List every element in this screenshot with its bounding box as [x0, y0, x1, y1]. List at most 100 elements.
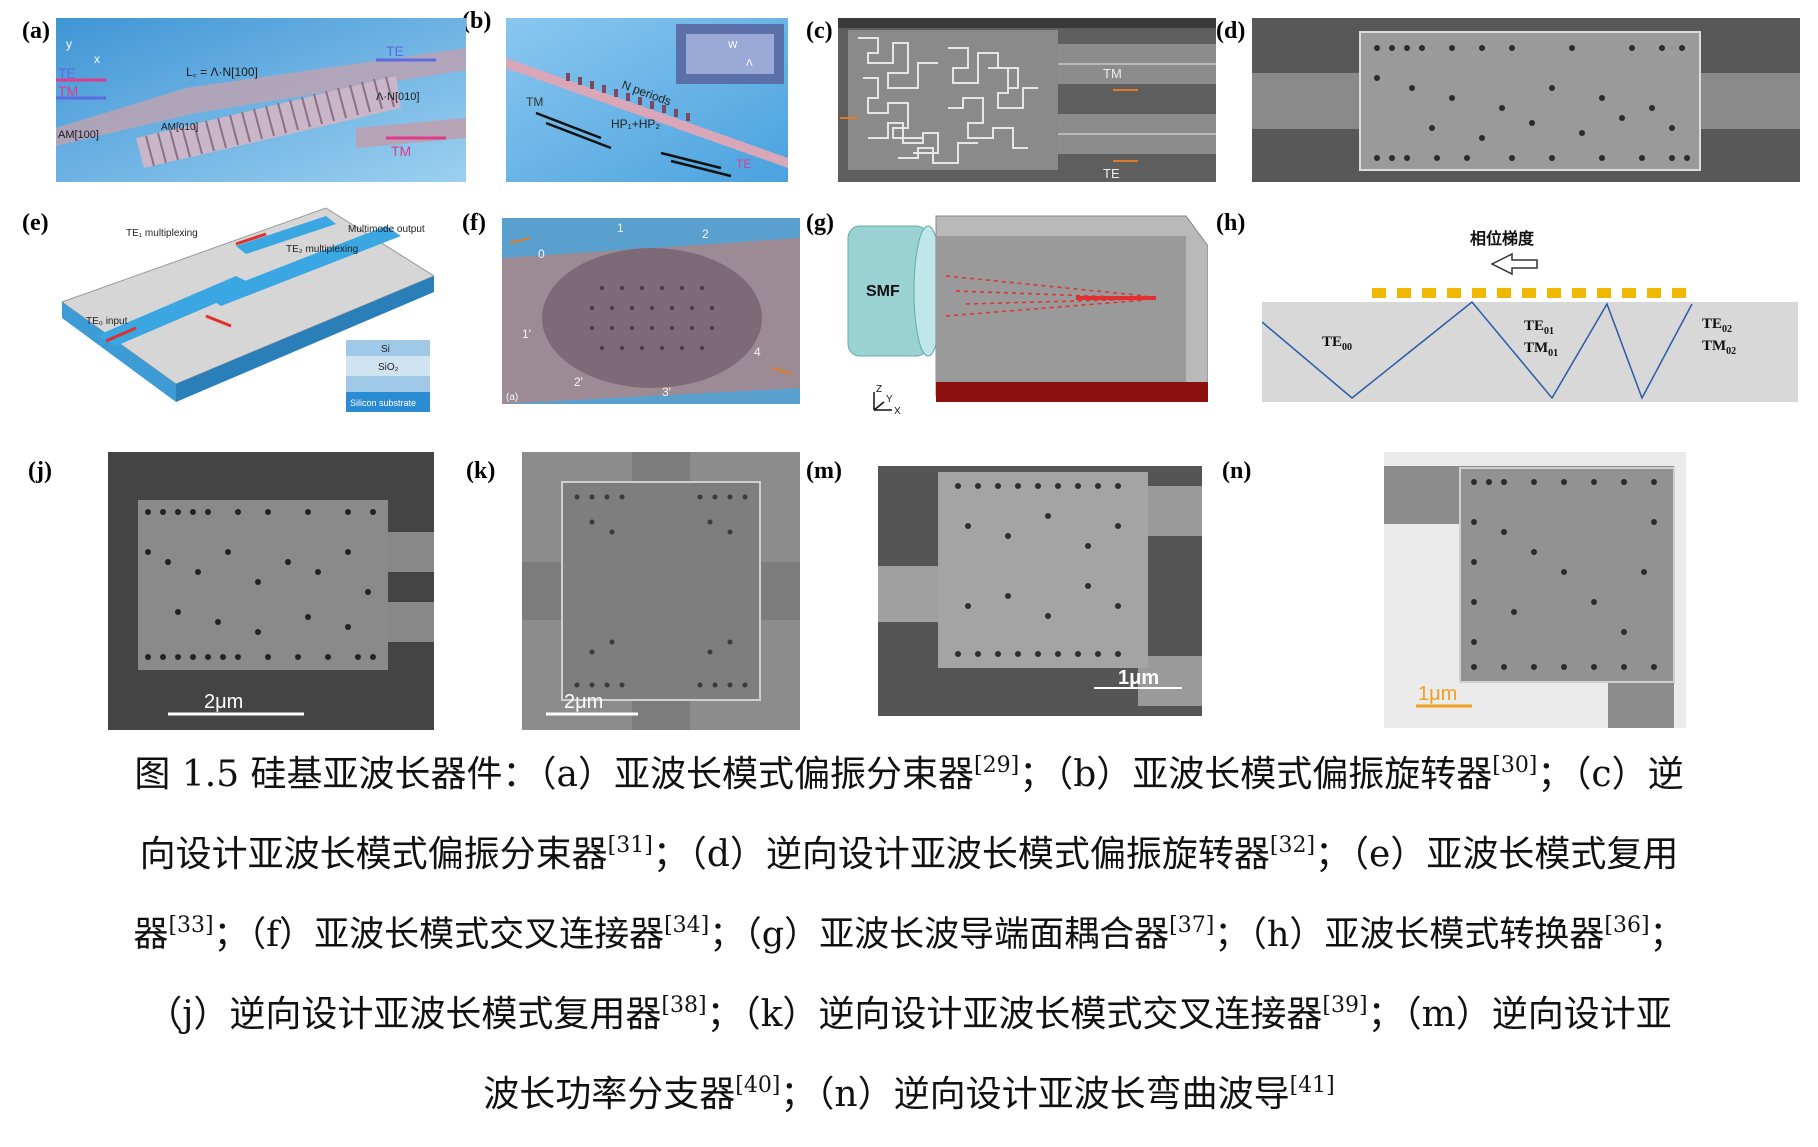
te2-mux-label: TE₂ multiplexing — [286, 244, 358, 255]
figure-c-pbs-sem: TM TE — [838, 18, 1216, 182]
am-label: AM[100] — [58, 129, 99, 141]
citation: [34] — [664, 913, 710, 938]
svg-text:TE01: TE01 — [1524, 318, 1554, 337]
panel-label-j: (j) — [28, 458, 52, 484]
svg-text:TM02: TM02 — [1702, 338, 1736, 357]
te01-label: TE — [1524, 318, 1544, 334]
tm-label-b: TM — [526, 95, 543, 109]
te-out-label: TE — [386, 43, 404, 59]
citation: [29] — [974, 753, 1020, 778]
citation: [38] — [661, 993, 707, 1018]
citation: [33] — [168, 913, 214, 938]
caption-line-4: （j）逆向设计亚波长模式复用器[38]；（k）逆向设计亚波长模式交叉连接器[39… — [0, 975, 1818, 1055]
caption-text: ；（c）逆 — [1537, 754, 1684, 795]
smf-label: SMF — [866, 283, 900, 300]
scale-bar-k: 2μm — [564, 691, 603, 713]
scale-bar-j: 2μm — [204, 691, 243, 713]
te01-subscript: 01 — [1544, 326, 1554, 337]
caption-text: ；（d）逆向设计亚波长模式偏振旋转器 — [652, 834, 1270, 875]
citation: [41] — [1289, 1073, 1335, 1098]
caption-text: ；（k）逆向设计亚波长模式交叉连接器 — [706, 994, 1323, 1035]
phase-gradient-label: 相位梯度 — [1470, 229, 1535, 248]
citation: [32] — [1269, 833, 1316, 858]
caption-text: 图 1.5 硅基亚波长器件：（a）亚波长模式偏振分束器 — [134, 754, 975, 795]
te02-label: TE — [1702, 316, 1722, 332]
panel-label-k: (k) — [466, 458, 496, 484]
axis-z-label: Z — [876, 384, 882, 395]
figure-f-crossing: 0 1 2 1' 2' 3' 4 (a) — [502, 218, 800, 404]
panel-label-e: (e) — [22, 210, 49, 236]
te00-label: TE — [1322, 334, 1342, 350]
caption-text: ；（m）逆向设计亚 — [1367, 994, 1672, 1035]
sio2-layer-label: SiO₂ — [378, 362, 399, 373]
port-1p-label: 1' — [522, 327, 531, 341]
caption-text: 向设计亚波长模式偏振分束器 — [139, 834, 608, 875]
caption-line-3: 器[33]；（f）亚波长模式交叉连接器[34]；（g）亚波长波导端面耦合器[37… — [0, 895, 1818, 975]
si-layer-label: Si — [381, 344, 390, 355]
panel-label-a: (a) — [22, 18, 50, 44]
figure-k-crossing-sem: 2μm — [522, 452, 800, 730]
te-label-c: TE — [1103, 166, 1120, 181]
caption-text: ；（e）亚波长模式复用 — [1315, 834, 1679, 875]
am2-label: AM[010] — [161, 122, 198, 133]
port-4-label: 4 — [754, 345, 761, 359]
citation: [40] — [735, 1073, 781, 1098]
port-3p-label: 3' — [662, 385, 671, 399]
hybrid-modes-label: HP₁+HP₂ — [611, 117, 660, 131]
tm-in-label: TM — [58, 83, 78, 99]
panel-label-c: (c) — [806, 18, 833, 44]
panel-label-g: (g) — [806, 210, 834, 236]
panel-label-h: (h) — [1216, 210, 1246, 236]
svg-text:TE02: TE02 — [1702, 316, 1732, 335]
figure-b-rotator: N periods TM HP₁+HP₂ TE W Λ — [506, 18, 788, 182]
caption-text: 波长功率分支器 — [483, 1074, 736, 1115]
lambda-label: Λ — [746, 58, 753, 69]
tm02-label: TM — [1702, 338, 1726, 354]
panel-label-f: (f) — [462, 210, 486, 236]
caption-text: ；（n）逆向设计亚波长弯曲波导 — [780, 1074, 1290, 1115]
tm-out-label: TM — [391, 143, 411, 159]
te-in-label: TE — [58, 65, 76, 81]
axis-y-label-a: y — [66, 37, 72, 51]
port-2-label: 2 — [702, 227, 709, 241]
caption-line-2: 向设计亚波长模式偏振分束器[31]；（d）逆向设计亚波长模式偏振旋转器[32]；… — [0, 815, 1818, 895]
figure-h-mode-converter: 相位梯度 TE00 TE01 TM01 TE02 TM02 — [1262, 222, 1798, 402]
scale-bar-m: 1μm — [1118, 667, 1159, 689]
multimode-output-label: Multimode output — [348, 224, 425, 235]
te00-subscript: 00 — [1342, 342, 1352, 353]
citation: [30] — [1492, 753, 1538, 778]
caption-text: ；（h）亚波长模式转换器 — [1214, 915, 1605, 955]
panel-label-b: (b) — [462, 8, 492, 34]
figure-n-bend-sem: 1μm — [1384, 452, 1686, 728]
svg-text:TM01: TM01 — [1524, 340, 1558, 359]
substrate-layer-label: Silicon substrate — [350, 398, 416, 408]
period-label: Λ·N[010] — [376, 91, 419, 103]
te-label-b: TE — [736, 157, 751, 171]
figure-g-edge-coupler: SMF Z Y X — [846, 196, 1208, 422]
width-label: W — [728, 40, 738, 51]
te0-input-label: TE₀ input — [86, 316, 128, 327]
caption-text: ；（b）亚波长模式偏振旋转器 — [1019, 754, 1493, 795]
figure-e-mode-mux: TE₁ multiplexing TE₂ multiplexing Multim… — [56, 206, 434, 436]
citation: [31] — [607, 833, 653, 858]
caption-text: ；（g）亚波长波导端面耦合器 — [709, 915, 1170, 955]
port-2p-label: 2' — [574, 375, 583, 389]
caption-text: 器 — [133, 915, 169, 955]
tm02-subscript: 02 — [1726, 346, 1736, 357]
scale-bar-n: 1μm — [1418, 683, 1457, 705]
port-1-label: 1 — [617, 221, 624, 235]
inset-label-f: (a) — [506, 392, 518, 403]
figure-a-pbs: y x TE TM TE TM L꜀ = Λ·N[100] Λ·N[010] A… — [56, 18, 466, 182]
citation: [36] — [1604, 913, 1650, 938]
caption-line-1: 图 1.5 硅基亚波长器件：（a）亚波长模式偏振分束器[29]；（b）亚波长模式… — [0, 735, 1818, 815]
citation: [39] — [1322, 993, 1368, 1018]
caption-text: （j）逆向设计亚波长模式复用器 — [146, 994, 662, 1035]
figure-j-mux-sem: 2μm — [108, 452, 434, 730]
caption-text: ； — [1649, 915, 1685, 955]
coupling-length-label: L꜀ = Λ·N[100] — [186, 65, 258, 79]
figure-caption: 图 1.5 硅基亚波长器件：（a）亚波长模式偏振分束器[29]；（b）亚波长模式… — [0, 735, 1818, 1135]
port-0-label: 0 — [538, 247, 545, 261]
panel-label-n: (n) — [1222, 458, 1252, 484]
te1-mux-label: TE₁ multiplexing — [126, 228, 198, 239]
axis-x-label-a: x — [94, 52, 100, 66]
